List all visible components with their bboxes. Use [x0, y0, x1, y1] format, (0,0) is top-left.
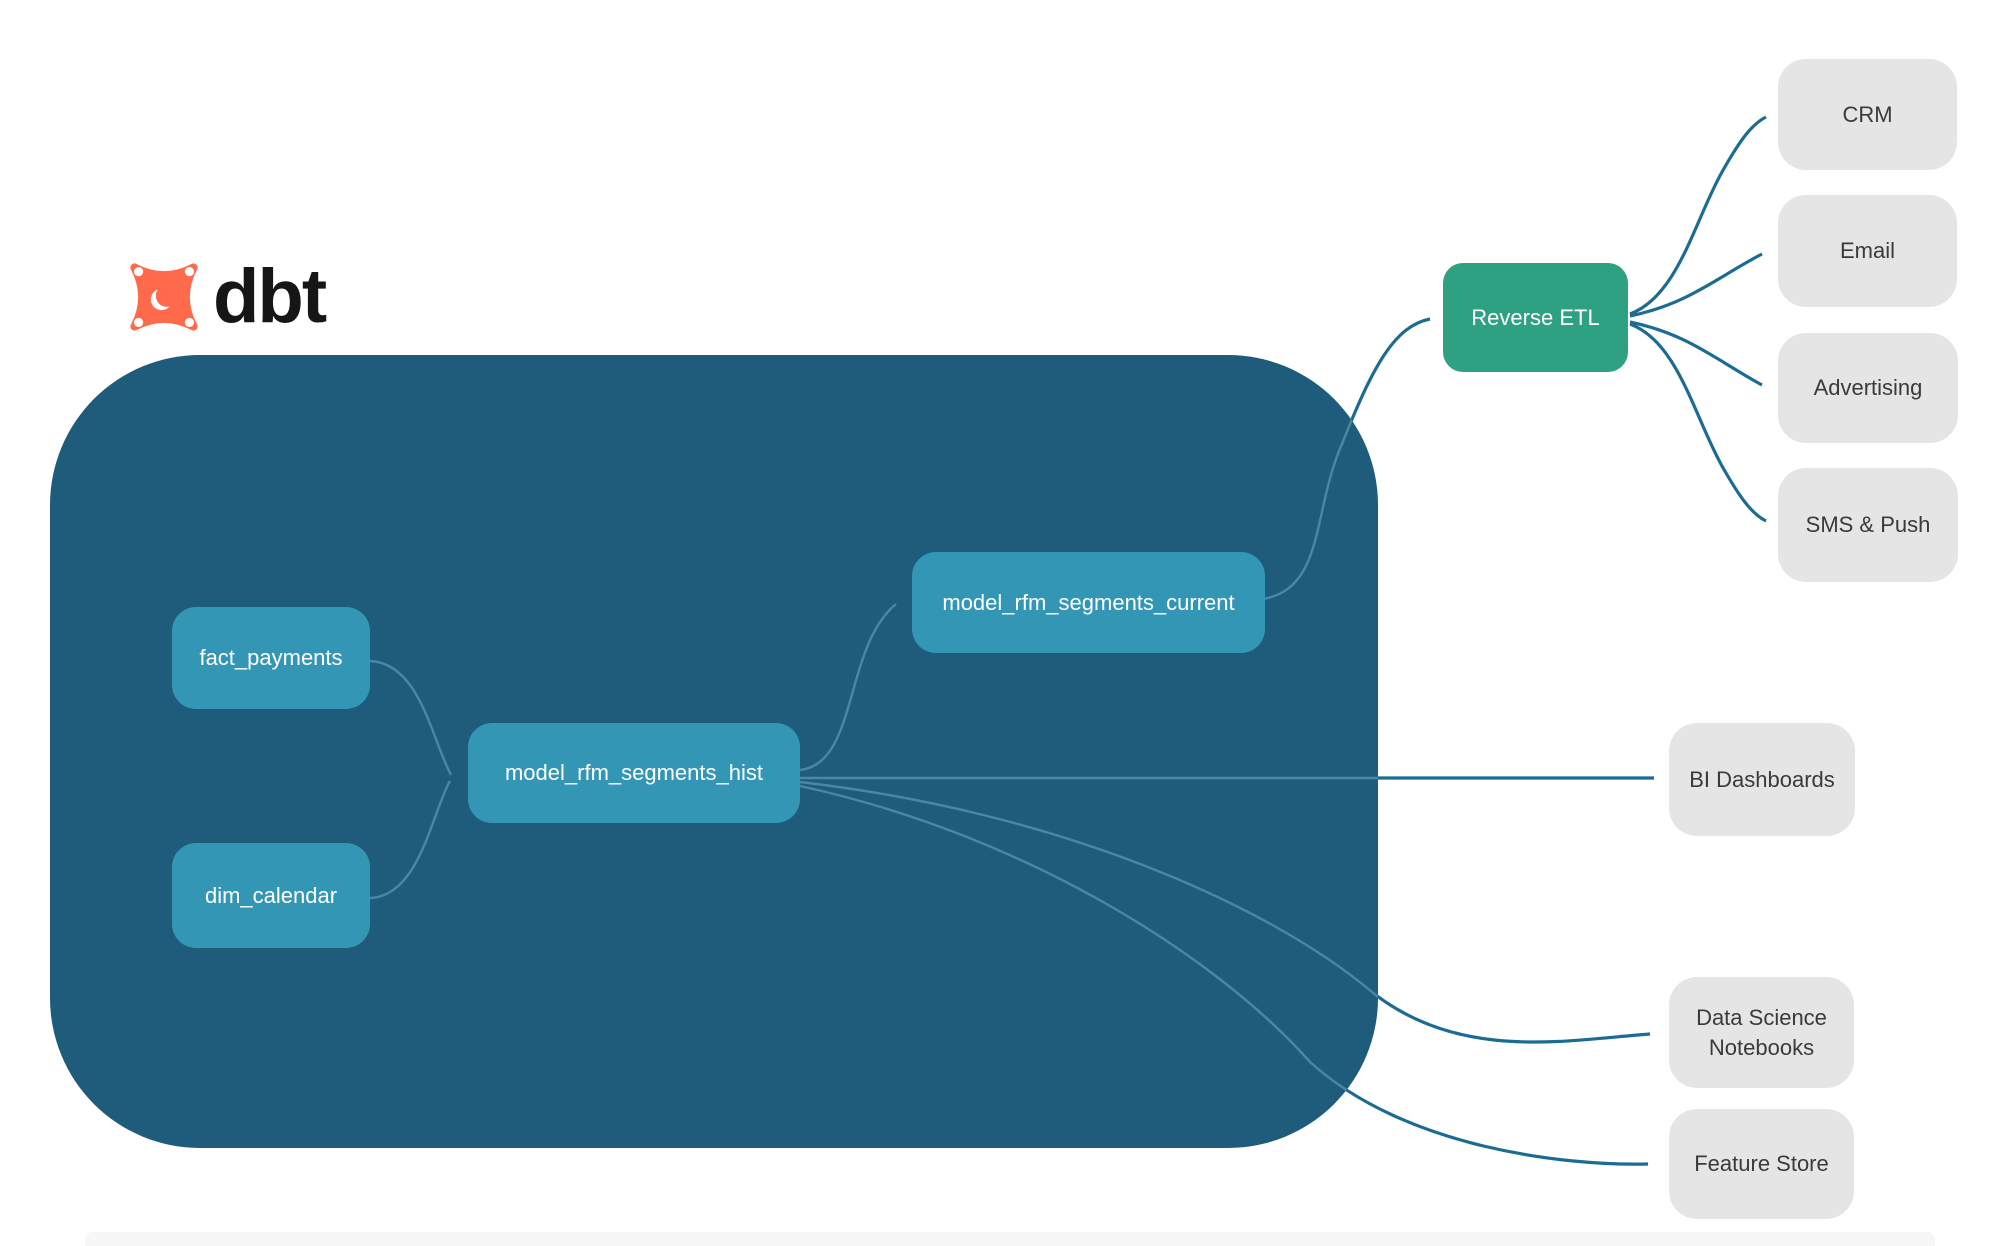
target-label: Feature Store [1694, 1151, 1829, 1177]
node-dim-calendar: dim_calendar [172, 843, 370, 948]
edge-etl-to-advertising [1629, 320, 1763, 387]
target-bi-dashboards: BI Dashboards [1669, 723, 1855, 836]
target-label: Data Science Notebooks [1696, 1004, 1827, 1060]
target-advertising: Advertising [1778, 333, 1958, 443]
node-label: Reverse ETL [1471, 304, 1600, 330]
node-label: fact_payments [199, 645, 343, 670]
target-email: Email [1778, 195, 1957, 307]
node-reverse-etl: Reverse ETL [1443, 263, 1628, 372]
node-label: model_rfm_segments_current [942, 589, 1235, 615]
dbt-logo-icon [130, 263, 198, 331]
node-model-rfm-segments-hist: model_rfm_segments_hist [468, 723, 800, 823]
node-model-rfm-segments-current: model_rfm_segments_current [912, 552, 1265, 653]
target-label: Email [1839, 238, 1895, 264]
target-label: CRM [1842, 101, 1893, 127]
target-label: SMS & Push [1805, 512, 1931, 538]
dbt-logo-wordmark: dbt [213, 254, 327, 339]
edge-etl-to-sms [1629, 322, 1767, 523]
target-label: BI Dashboards [1689, 766, 1835, 792]
target-data-science-notebooks: Data Science Notebooks [1669, 977, 1854, 1088]
node-label: dim_calendar [204, 882, 338, 908]
edge-etl-to-email [1629, 252, 1763, 318]
target-crm: CRM [1778, 59, 1957, 170]
dbt-logo: dbt [123, 254, 327, 339]
node-fact-payments: fact_payments [172, 607, 370, 709]
node-label: model_rfm_segments_hist [504, 760, 763, 785]
target-feature-store: Feature Store [1669, 1109, 1854, 1219]
target-label: Advertising [1813, 375, 1923, 401]
bottom-page-edge [85, 1232, 1935, 1246]
edge-etl-to-crm [1629, 115, 1767, 316]
target-sms-push: SMS & Push [1778, 468, 1958, 582]
